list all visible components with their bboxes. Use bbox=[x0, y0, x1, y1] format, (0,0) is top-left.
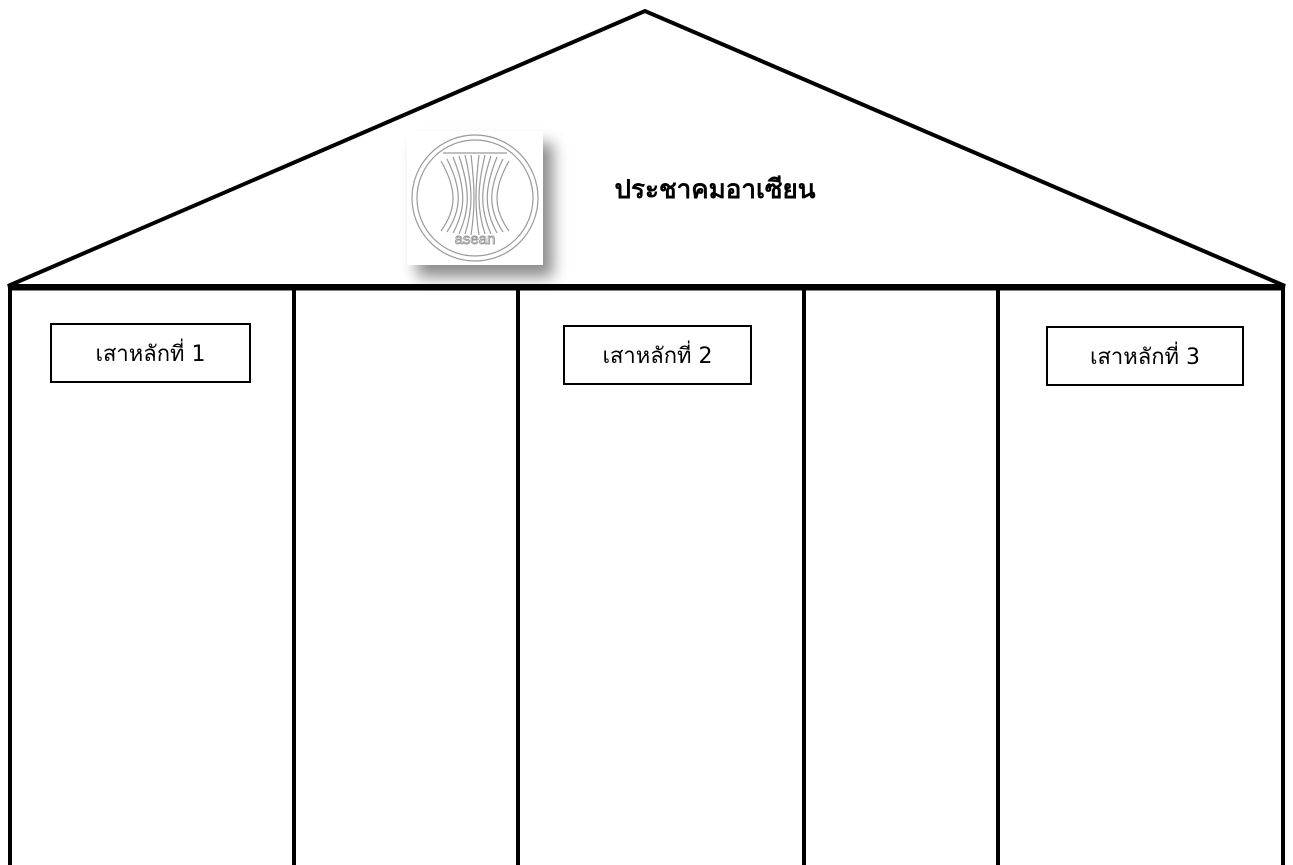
pillar-3-label: เสาหลักที่ 3 bbox=[1046, 326, 1244, 386]
asean-emblem-icon: asean bbox=[411, 134, 539, 262]
pillar-2-label: เสาหลักที่ 2 bbox=[563, 325, 752, 385]
roof bbox=[7, 8, 1286, 288]
asean-logo: asean bbox=[407, 131, 543, 265]
asean-lettering: asean bbox=[455, 231, 496, 248]
pillar-1-label: เสาหลักที่ 1 bbox=[50, 323, 251, 383]
diagram-title: ประชาคมอาเซียน bbox=[614, 175, 816, 205]
